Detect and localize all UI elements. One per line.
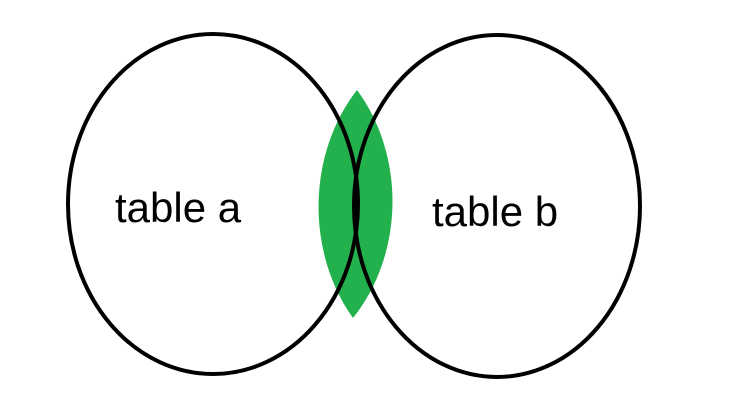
set-a-label: table a bbox=[115, 184, 242, 231]
set-b-label: table b bbox=[432, 188, 558, 235]
set-a-circle bbox=[66, 32, 360, 376]
set-b-circle bbox=[352, 33, 642, 379]
